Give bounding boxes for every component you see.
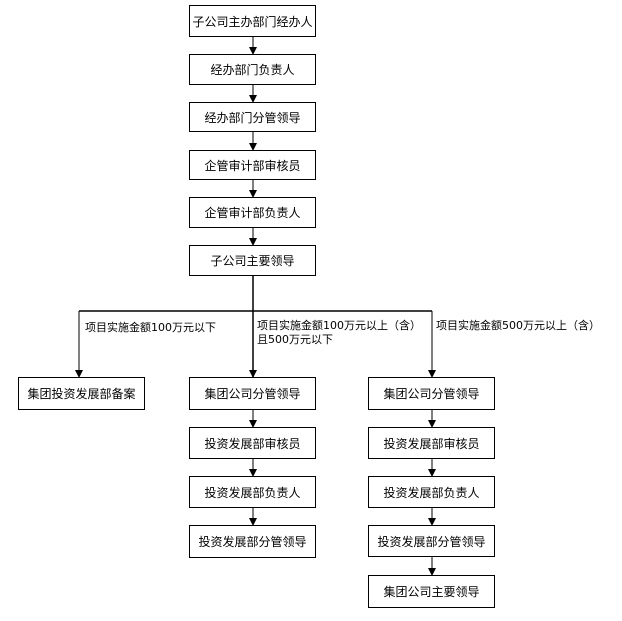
node-right-invest-head: 投资发展部负责人 [368,476,495,508]
node-right-invest-reviewer: 投资发展部审核员 [368,427,495,459]
condition-middle-line2: 且500万元以下 [257,333,333,346]
node-handling-dept-head: 经办部门负责人 [189,54,316,85]
condition-right: 项目实施金额500万元以上（含） [436,319,600,332]
node-mid-invest-reviewer: 投资发展部审核员 [189,427,316,459]
node-audit-head: 企管审计部负责人 [189,197,316,228]
node-right-group-leader: 集团公司分管领导 [368,377,495,410]
node-right-group-main-leader: 集团公司主要领导 [368,575,495,608]
node-audit-reviewer: 企管审计部审核员 [189,150,316,180]
condition-left: 项目实施金额100万元以下 [85,321,216,334]
node-mid-invest-head: 投资发展部负责人 [189,476,316,508]
node-subsidiary-main-leader: 子公司主要领导 [189,245,316,276]
node-mid-invest-leader: 投资发展部分管领导 [189,525,316,558]
node-right-invest-leader: 投资发展部分管领导 [368,525,495,557]
node-handling-dept-leader: 经办部门分管领导 [189,102,316,132]
node-mid-group-leader: 集团公司分管领导 [189,377,316,410]
node-subsidiary-handler: 子公司主办部门经办人 [189,5,316,37]
node-left-filing: 集团投资发展部备案 [18,377,145,410]
condition-middle-line1: 项目实施金额100万元以上（含） [257,319,421,332]
